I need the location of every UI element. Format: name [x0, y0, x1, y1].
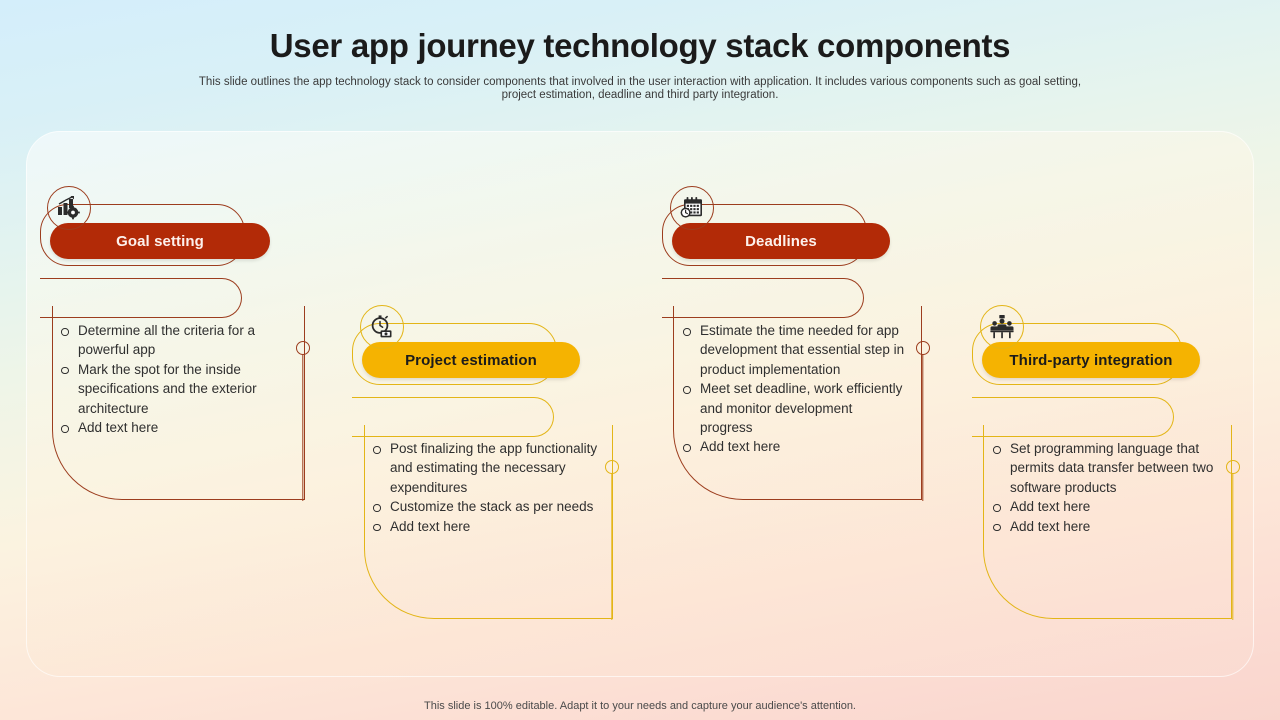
goal-setting-label: Goal setting [116, 232, 204, 250]
list-item: Customize the stack as per needs [370, 497, 598, 516]
third-party-pill[interactable]: Third-party integration [982, 342, 1200, 378]
team-meeting-icon [980, 305, 1024, 349]
list-item: Mark the spot for the inside specificati… [58, 360, 288, 418]
calendar-clock-glyph [680, 197, 702, 218]
goal-setting-body-box [52, 306, 305, 500]
project-estimation-pill[interactable]: Project estimation [362, 342, 580, 378]
list-item: Meet set deadline, work efficiently and … [680, 379, 906, 437]
third-party-connector [1226, 460, 1240, 620]
project-estimation-outline-box [352, 397, 554, 437]
connector-knob [296, 341, 310, 355]
list-item: Post finalizing the app functionality an… [370, 439, 598, 497]
list-item: Add text here [58, 418, 288, 437]
deadlines-pill[interactable]: Deadlines [672, 223, 890, 259]
slide-subtitle: This slide outlines the app technology s… [198, 76, 1082, 101]
list-item: Add text here [990, 517, 1220, 536]
bar-chart-gear-glyph [58, 195, 80, 220]
slide-header: User app journey technology stack compon… [0, 0, 1280, 102]
project-estimation-connector [605, 460, 619, 620]
connector-stem [1232, 473, 1234, 620]
calendar-clock-icon [670, 186, 714, 230]
third-party-body-box [983, 425, 1232, 619]
goal-setting-outline-box [40, 278, 242, 318]
list-item: Add text here [990, 497, 1220, 516]
deadlines-outline-box [662, 278, 864, 318]
team-meeting-glyph [990, 315, 1014, 339]
third-party-label: Third-party integration [1009, 351, 1173, 369]
list-item: Add text here [370, 517, 598, 536]
page-title: User app journey technology stack compon… [269, 27, 1011, 64]
stopwatch-money-glyph [371, 315, 392, 338]
connector-stem [611, 473, 613, 620]
footer-note: This slide is 100% editable. Adapt it to… [424, 700, 856, 712]
list-item: Estimate the time needed for app develop… [680, 321, 906, 379]
deadlines-connector [916, 341, 930, 501]
stopwatch-money-icon [360, 305, 404, 349]
goal-setting-bullet-list: Determine all the criteria for a powerfu… [58, 321, 288, 437]
deadlines-bullet-list: Estimate the time needed for app develop… [680, 321, 906, 457]
third-party-bullet-list: Set programming language that permits da… [990, 439, 1220, 536]
connector-stem [302, 354, 304, 501]
connector-stem [922, 354, 924, 501]
deadlines-body-box [673, 306, 922, 500]
project-estimation-bullet-list: Post finalizing the app functionality an… [370, 439, 598, 536]
connector-knob [916, 341, 930, 355]
connector-knob [605, 460, 619, 474]
footer-bar: This slide is 100% editable. Adapt it to… [0, 692, 1280, 720]
bar-chart-gear-icon [47, 186, 91, 230]
connector-knob [1226, 460, 1240, 474]
list-item: Add text here [680, 437, 906, 456]
goal-setting-connector [296, 341, 310, 501]
list-item: Set programming language that permits da… [990, 439, 1220, 497]
third-party-outline-box [972, 397, 1174, 437]
deadlines-label: Deadlines [745, 232, 817, 250]
goal-setting-pill[interactable]: Goal setting [50, 223, 270, 259]
project-estimation-label: Project estimation [405, 351, 537, 369]
list-item: Determine all the criteria for a powerfu… [58, 321, 288, 360]
